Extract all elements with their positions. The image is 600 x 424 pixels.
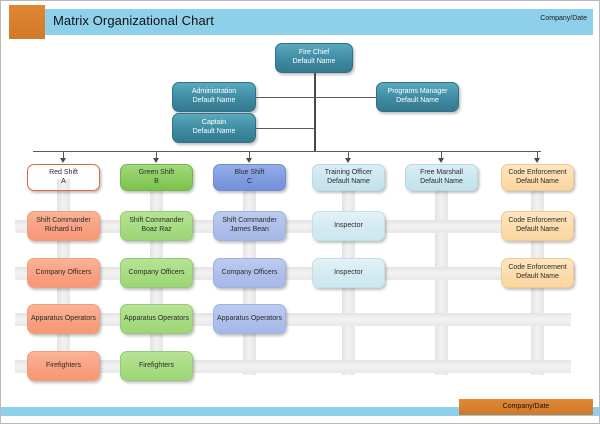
connector-distribution-bar (33, 151, 541, 152)
column-header-code-enforcement-label: Code Enforcement Default Name (508, 168, 567, 185)
connector-programs-manager (314, 97, 376, 98)
node-company-officers-blue[interactable]: Company Officers (213, 258, 286, 288)
node-shift-commander-green-label: Shift Commander Boaz Raz (129, 217, 184, 233)
node-code-enforcement-2[interactable]: Code Enforcement Default Name (501, 258, 574, 288)
connector-drop-5 (441, 151, 442, 159)
node-company-officers-red[interactable]: Company Officers (27, 258, 100, 288)
column-header-blue-shift-label: Blue Shift C (234, 168, 265, 185)
connector-drop-1 (63, 151, 64, 159)
node-shift-commander-red-label: Shift Commander Richard Lim (36, 217, 91, 233)
column-header-free-marshall[interactable]: Free Marshall Default Name (405, 164, 478, 191)
arrow-down-icon-4 (345, 158, 351, 163)
connector-drop-2 (156, 151, 157, 159)
node-code-enforcement-1-label: Code Enforcement Default Name (508, 217, 567, 233)
node-programs-manager-label: Programs Manager Default Name (387, 88, 448, 104)
column-header-red-shift[interactable]: Red Shift A (27, 164, 100, 191)
header-company-date: Company/Date (540, 15, 587, 22)
node-fire-chief[interactable]: Fire Chief Default Name (275, 43, 353, 73)
node-apparatus-operators-red-label: Apparatus Operators (31, 314, 96, 322)
node-firefighters-red-label: Firefighters (45, 361, 81, 369)
node-administration[interactable]: Administration Default Name (172, 82, 256, 112)
arrow-down-icon-1 (60, 158, 66, 163)
footer-accent-block (459, 399, 593, 415)
connector-drop-6 (537, 151, 538, 159)
node-captain-label: Captain Default Name (192, 119, 236, 135)
node-apparatus-operators-red[interactable]: Apparatus Operators (27, 304, 100, 334)
node-company-officers-green[interactable]: Company Officers (120, 258, 193, 288)
arrow-down-icon-2 (153, 158, 159, 163)
node-company-officers-green-label: Company Officers (128, 268, 185, 276)
connector-drop-4 (348, 151, 349, 159)
header-accent-square (9, 5, 45, 39)
connector-trunk (314, 73, 316, 151)
node-firefighters-green-label: Firefighters (138, 361, 174, 369)
node-inspector-1-label: Inspector (334, 221, 363, 229)
column-header-green-shift[interactable]: Green Shift B (120, 164, 193, 191)
node-programs-manager[interactable]: Programs Manager Default Name (376, 82, 459, 112)
node-code-enforcement-1[interactable]: Code Enforcement Default Name (501, 211, 574, 241)
node-inspector-2-label: Inspector (334, 268, 363, 276)
node-firefighters-red[interactable]: Firefighters (27, 351, 100, 381)
arrow-down-icon-5 (438, 158, 444, 163)
footer-company-date: Company/Date (502, 403, 550, 410)
header-bar (19, 9, 593, 35)
node-apparatus-operators-green[interactable]: Apparatus Operators (120, 304, 193, 334)
node-inspector-2[interactable]: Inspector (312, 258, 385, 288)
node-code-enforcement-2-label: Code Enforcement Default Name (508, 264, 567, 280)
node-captain[interactable]: Captain Default Name (172, 113, 256, 143)
node-company-officers-blue-label: Company Officers (221, 268, 278, 276)
arrow-down-icon-3 (246, 158, 252, 163)
column-header-training-officer[interactable]: Training Officer Default Name (312, 164, 385, 191)
footer-bar (1, 407, 599, 416)
node-company-officers-red-label: Company Officers (35, 268, 92, 276)
node-shift-commander-red[interactable]: Shift Commander Richard Lim (27, 211, 100, 241)
connector-drop-3 (249, 151, 250, 159)
node-inspector-1[interactable]: Inspector (312, 211, 385, 241)
column-header-green-shift-label: Green Shift B (138, 168, 175, 185)
node-firefighters-green[interactable]: Firefighters (120, 351, 193, 381)
arrow-down-icon-6 (534, 158, 540, 163)
node-fire-chief-label: Fire Chief Default Name (292, 49, 336, 65)
node-shift-commander-blue-label: Shift Commander James Bean (222, 217, 277, 233)
column-header-code-enforcement[interactable]: Code Enforcement Default Name (501, 164, 574, 191)
connector-captain (256, 128, 315, 129)
column-header-free-marshall-label: Free Marshall Default Name (420, 168, 463, 185)
node-apparatus-operators-green-label: Apparatus Operators (124, 314, 189, 322)
column-header-blue-shift[interactable]: Blue Shift C (213, 164, 286, 191)
node-administration-label: Administration Default Name (191, 88, 237, 104)
column-header-training-officer-label: Training Officer Default Name (324, 168, 373, 185)
node-apparatus-operators-blue-label: Apparatus Operators (217, 314, 282, 322)
column-header-red-shift-label: Red Shift A (49, 168, 78, 185)
node-shift-commander-green[interactable]: Shift Commander Boaz Raz (120, 211, 193, 241)
connector-administration (256, 97, 315, 98)
node-shift-commander-blue[interactable]: Shift Commander James Bean (213, 211, 286, 241)
page-title: Matrix Organizational Chart (53, 13, 214, 28)
node-apparatus-operators-blue[interactable]: Apparatus Operators (213, 304, 286, 334)
